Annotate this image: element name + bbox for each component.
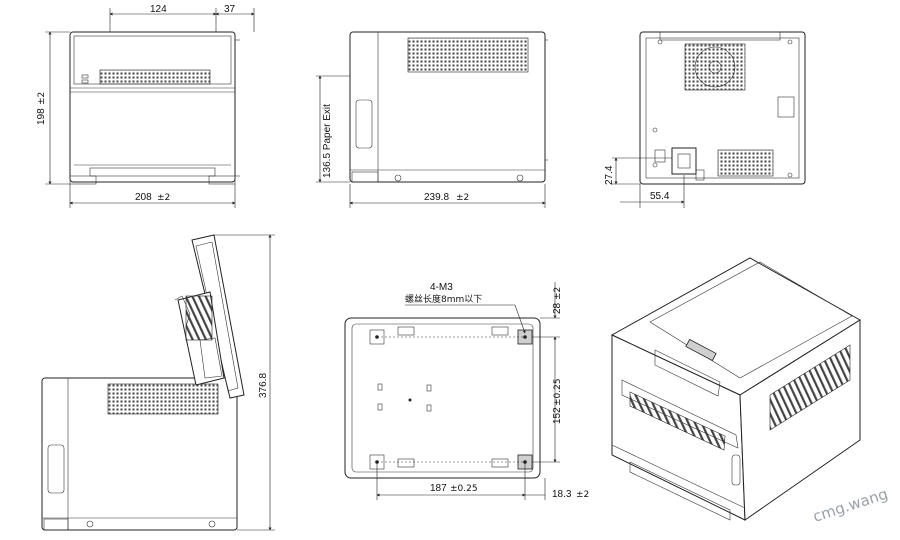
paper-exit-label: 136.5 Paper Exit [322,104,333,178]
dim-height-inlet: 27.4 [604,165,615,185]
dim-hole-pitch-x-tol: ±0.25 [450,484,478,494]
screw-label: 4-M3 [430,282,453,293]
dim-hole-pitch-y-tol: ±0.25 [553,378,563,406]
dim-width-right: 37 [224,4,236,15]
dim-top-offset-tol: ±2 [553,287,563,300]
dim-width-top: 124 [150,4,167,15]
open-dimensions: 376.8 [214,234,275,531]
printer-rear-view [639,31,806,185]
dim-width-tol: ±2 [157,193,170,203]
printer-open-view [41,234,245,531]
rear-dimensions: 27.4 55.4 [604,157,685,208]
dim-hole-pitch-x: 187 [430,483,447,494]
dim-right-offset-tol: ±2 [576,490,589,500]
dim-hole-pitch-y: 152 [552,407,563,424]
watermark: cmg.wang [811,485,890,526]
dim-right-offset: 18.3 [552,489,572,500]
screw-note: 螺丝长度8mm以下 [405,293,482,305]
dim-height-tol: ±2 [37,92,47,105]
dim-depth-tol: ±2 [456,193,469,203]
dim-inlet-offset: 55.4 [650,191,670,202]
dim-width: 208 [135,192,152,203]
bottom-dimensions: 4-M3 螺丝长度8mm以下 28 ±2 152 ±0.25 187 ±0.25… [376,282,589,500]
dim-top-offset: 28 [552,302,563,314]
printer-side-view [349,31,548,183]
dim-open-height: 376.8 [258,373,269,398]
dim-depth: 239.8 [424,192,449,203]
side-dimensions: 136.5 Paper Exit 239.8 ±2 [316,75,546,208]
front-dimensions: 124 37 198 ±2 208 ±2 [36,4,255,208]
printer-front-view [69,31,240,185]
printer-bottom-view [344,317,541,479]
printer-isometric-view [610,257,861,521]
dim-height: 198 [36,108,47,125]
